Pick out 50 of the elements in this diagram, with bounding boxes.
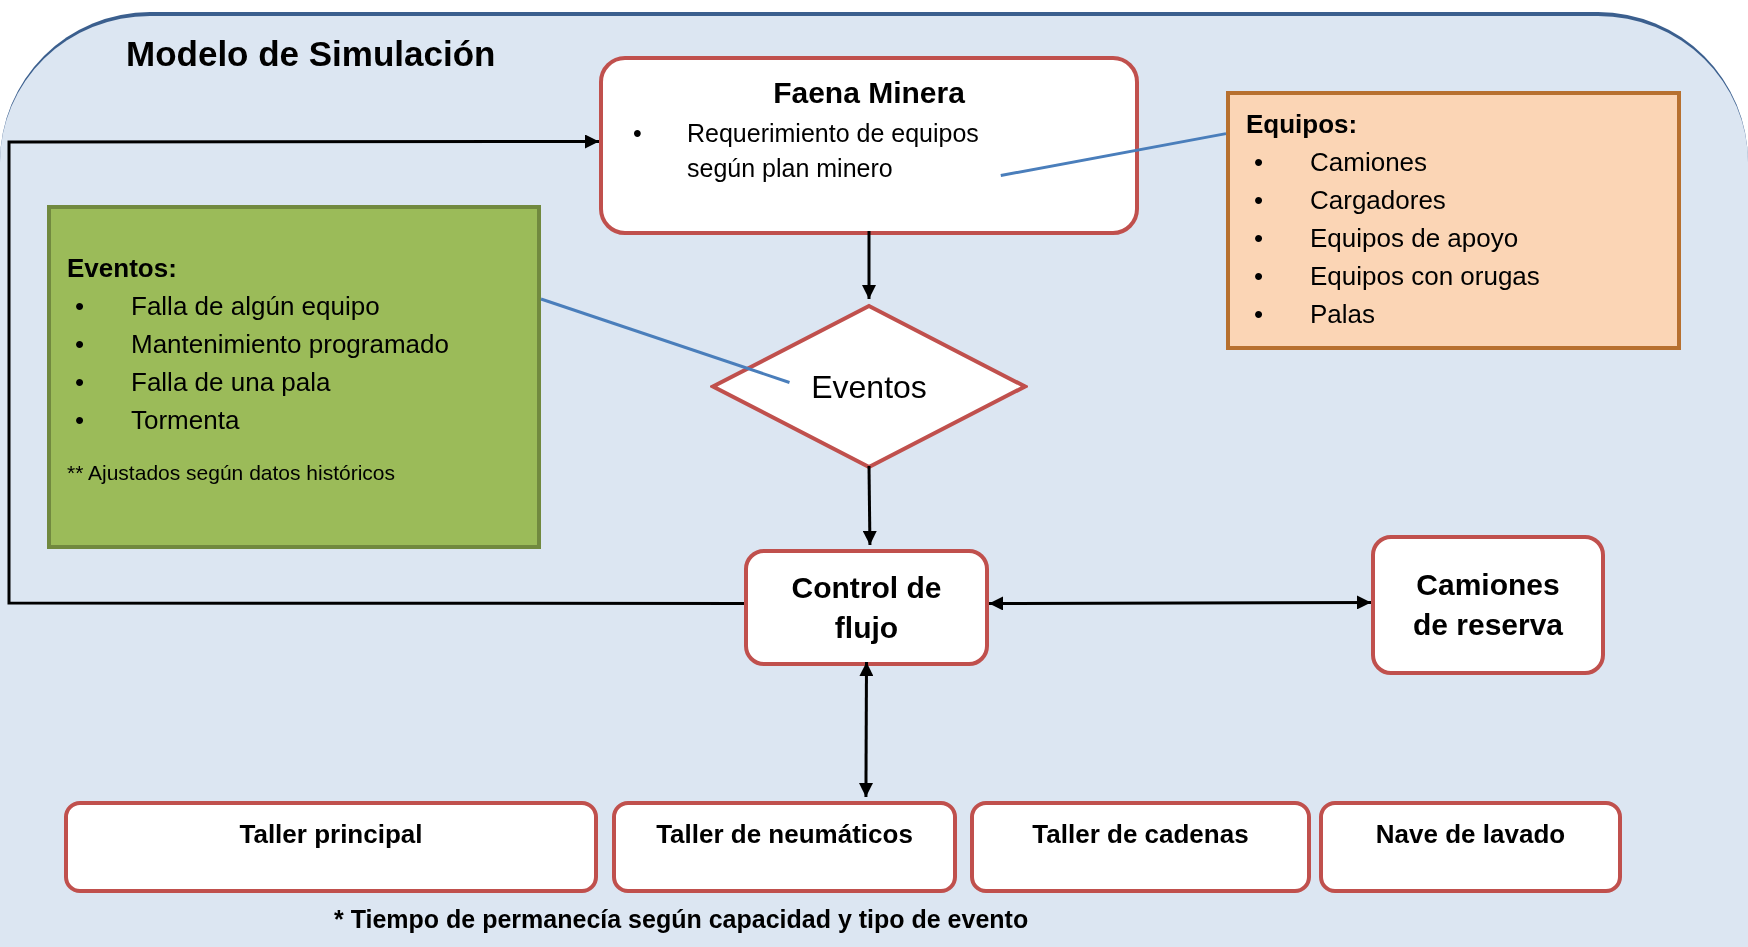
list-item: Requerimiento de equipos según plan minero: [687, 118, 980, 184]
process-box: [599, 56, 1139, 235]
box-label: Control de flujo: [790, 569, 943, 646]
bullet-marker: •: [75, 328, 85, 361]
list-item: Falla de una pala: [131, 366, 332, 399]
arrow: [989, 595, 1371, 611]
list-item: Equipos con orugas: [1310, 260, 1541, 293]
box-heading: Faena Minera: [772, 76, 966, 110]
process-box: [64, 801, 598, 893]
list-item: Mantenimiento programado: [131, 328, 450, 361]
list-item: Camiones: [1310, 146, 1429, 179]
process-box: [1319, 801, 1622, 893]
box-label: Nave de lavado: [1375, 819, 1566, 849]
arrow: [862, 466, 877, 545]
list-item: Falla de algún equipo: [131, 290, 381, 323]
bullet-marker: •: [633, 118, 642, 149]
box-heading: Eventos:: [67, 252, 178, 285]
box-label: Taller de cadenas: [1032, 819, 1249, 849]
info-box: [47, 205, 541, 549]
process-box: [970, 801, 1311, 893]
box-heading: Equipos:: [1246, 108, 1359, 141]
bullet-marker: •: [75, 366, 85, 399]
process-box: [612, 801, 957, 893]
bullet-marker: •: [1254, 146, 1264, 179]
footnote: * Tiempo de permanecía según capacidad y tipo de evento: [334, 905, 1029, 934]
arrow: [859, 662, 874, 797]
model-panel: [0, 12, 1748, 947]
leader-line: [1000, 132, 1227, 177]
process-box: [744, 549, 989, 666]
list-item: Cargadores: [1310, 184, 1447, 217]
leader-line: [540, 297, 790, 384]
diamond-label: Eventos: [811, 368, 927, 405]
footnote: ** Ajustados según datos históricos: [67, 461, 397, 485]
bullet-marker: •: [1254, 260, 1264, 293]
arrow: [862, 231, 876, 299]
list-item: Equipos de apoyo: [1310, 222, 1520, 255]
info-box: [1226, 91, 1681, 350]
arrow: [7, 134, 744, 605]
box-label: Camiones de reserva: [1411, 567, 1565, 643]
bullet-marker: •: [1254, 222, 1264, 255]
bullet-marker: •: [1254, 184, 1264, 217]
bullet-marker: •: [75, 404, 85, 437]
bullet-marker: •: [75, 290, 85, 323]
list-item: Palas: [1310, 298, 1377, 331]
process-box: [1371, 535, 1605, 675]
box-label: Taller de neumáticos: [656, 819, 913, 849]
panel-heading: Modelo de Simulación: [126, 34, 496, 74]
list-item: Tormenta: [131, 404, 241, 437]
box-label: Taller principal: [239, 819, 423, 849]
bullet-marker: •: [1254, 298, 1264, 331]
